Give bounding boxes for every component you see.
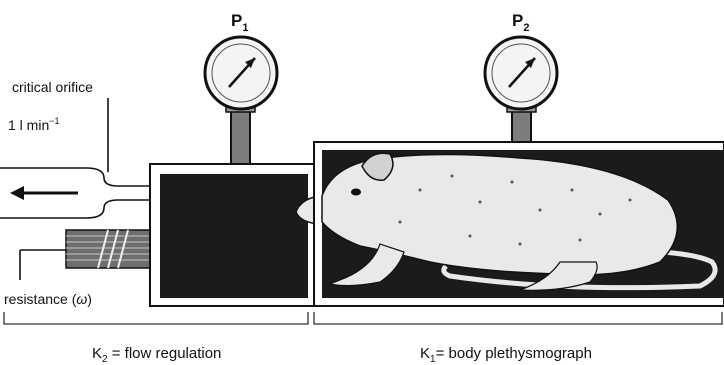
fur-speck (419, 189, 422, 192)
body-plethysmograph-chamber (314, 142, 724, 306)
gauge-p2: P2 (485, 11, 557, 148)
flow-rate-label: 1 l min−1 (8, 116, 60, 133)
fur-speck (469, 235, 472, 238)
outflow-arrow-head (10, 186, 24, 200)
fur-speck (399, 221, 402, 224)
fur-speck (599, 213, 602, 216)
fur-speck (511, 181, 514, 184)
fur-speck (479, 201, 482, 204)
critical-orifice-tube (0, 168, 152, 218)
orifice-lower-wall (0, 200, 152, 218)
k1-bracket (314, 312, 722, 324)
fur-speck (519, 243, 522, 246)
resistance-label: resistance (ω) (4, 291, 92, 307)
fur-speck (571, 189, 574, 192)
resistance-block (66, 230, 152, 268)
k1-caption: K1= body plethysmograph (420, 345, 592, 365)
flow-regulation-chamber (150, 164, 318, 306)
k2-bracket (4, 312, 308, 324)
gauge-p1: P1 (205, 11, 277, 166)
rat-eye (351, 189, 361, 196)
fur-speck (629, 199, 632, 202)
gauge-p1-stem (231, 108, 250, 166)
fur-speck (539, 209, 542, 212)
fur-speck (579, 239, 582, 242)
k2-caption: K2 = flow regulation (92, 345, 221, 365)
k2-chamber-interior (160, 174, 308, 298)
orifice-upper-wall (0, 168, 152, 186)
gauge-p2-label: P2 (512, 11, 529, 34)
gauge-p1-label: P1 (231, 11, 248, 34)
fur-speck (451, 175, 454, 178)
critical-orifice-label: critical orifice (12, 79, 93, 95)
